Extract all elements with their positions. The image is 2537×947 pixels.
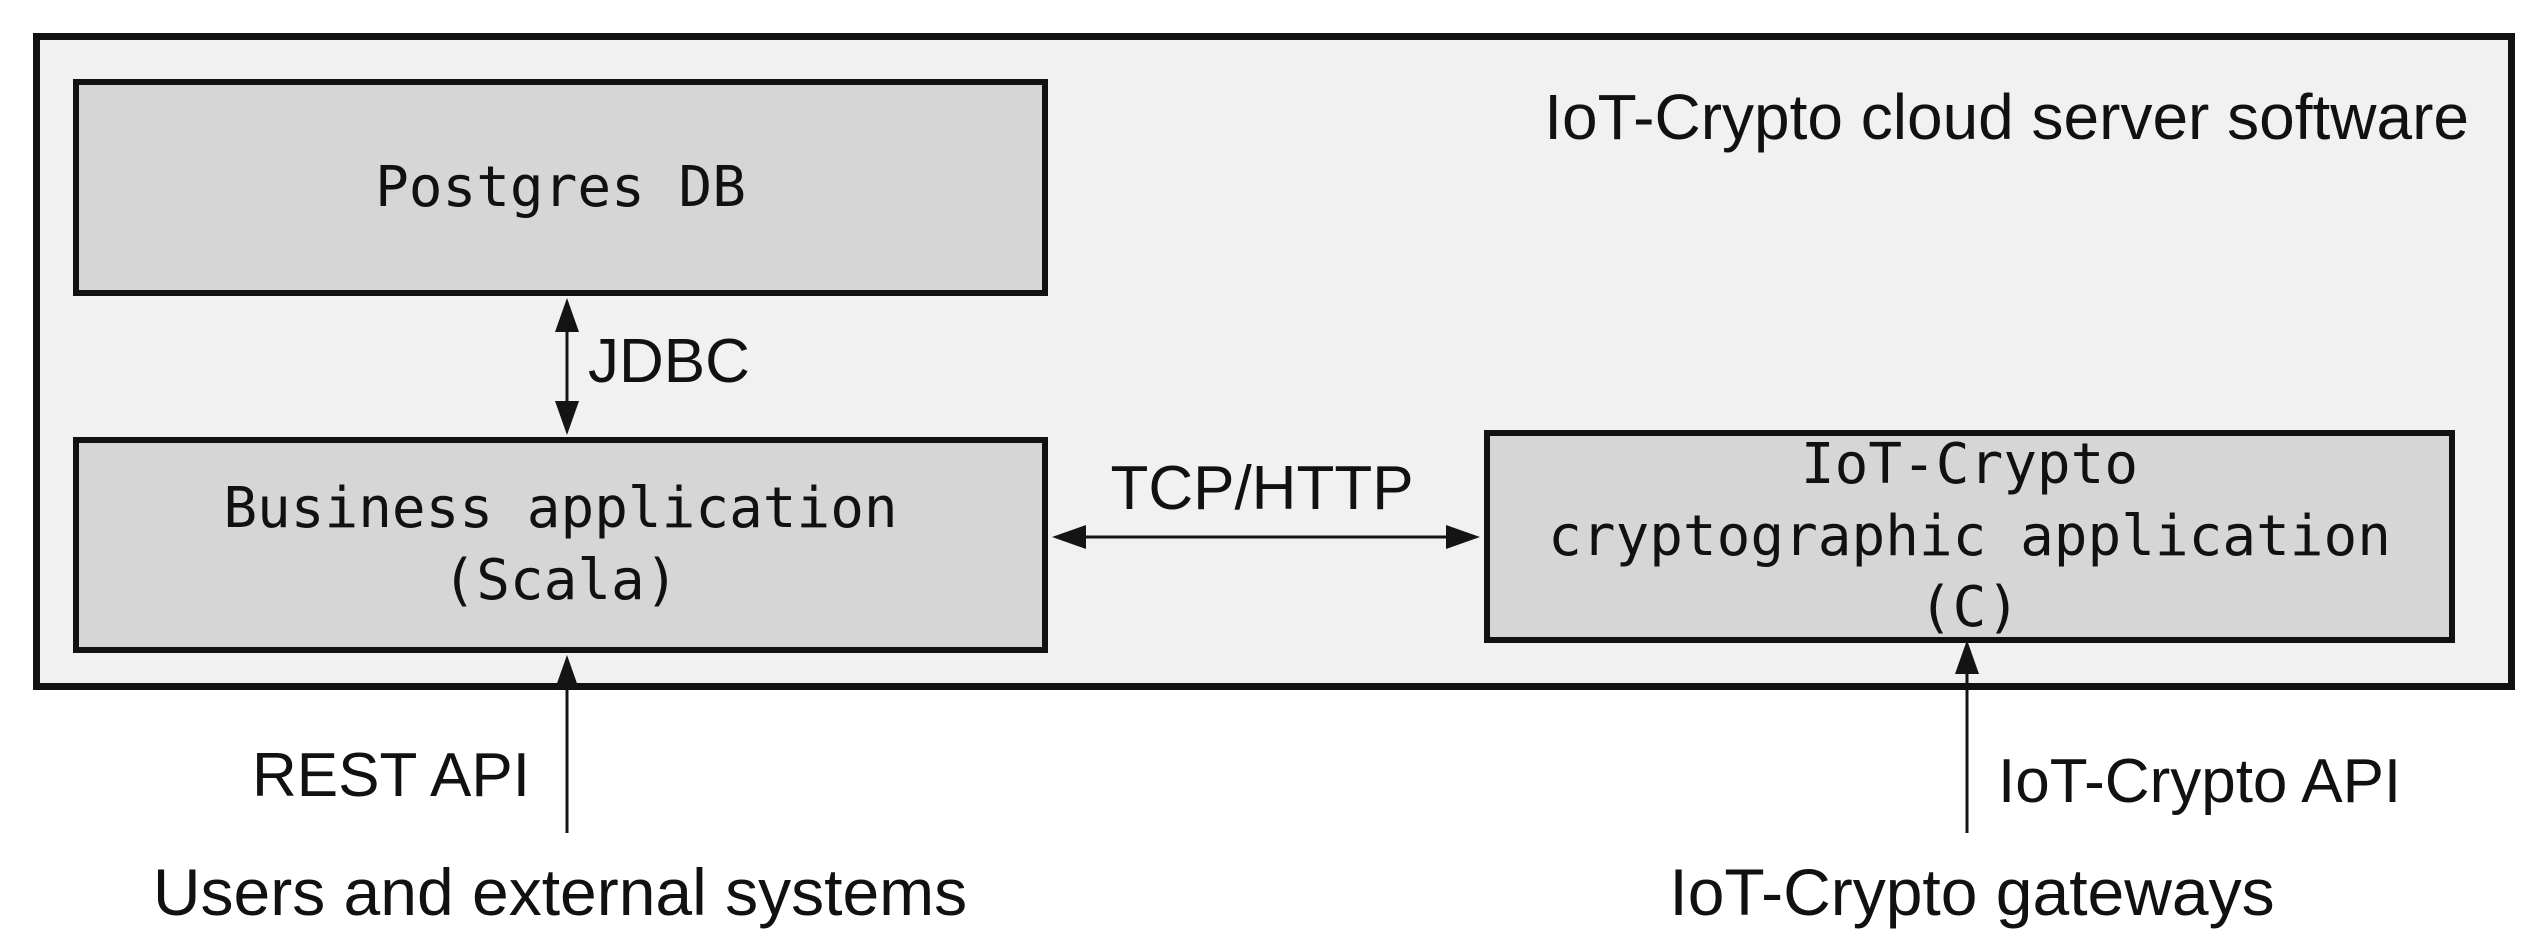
- postgres-db-node: Postgres DB: [73, 79, 1048, 296]
- gateways-external-label: IoT-Crypto gateways: [1669, 855, 2275, 929]
- business-application-node: Business application (Scala): [73, 437, 1048, 653]
- jdbc-label: JDBC: [588, 327, 750, 396]
- cloud-server-title: IoT-Crypto cloud server software: [1544, 81, 2469, 153]
- crypto-application-node: IoT-Crypto cryptographic application (C): [1484, 430, 2455, 643]
- iot-crypto-api-label: IoT-Crypto API: [1998, 747, 2402, 816]
- users-external-label: Users and external systems: [152, 855, 968, 929]
- tcp-http-label: TCP/HTTP: [1110, 454, 1414, 523]
- rest-api-label: REST API: [252, 741, 530, 810]
